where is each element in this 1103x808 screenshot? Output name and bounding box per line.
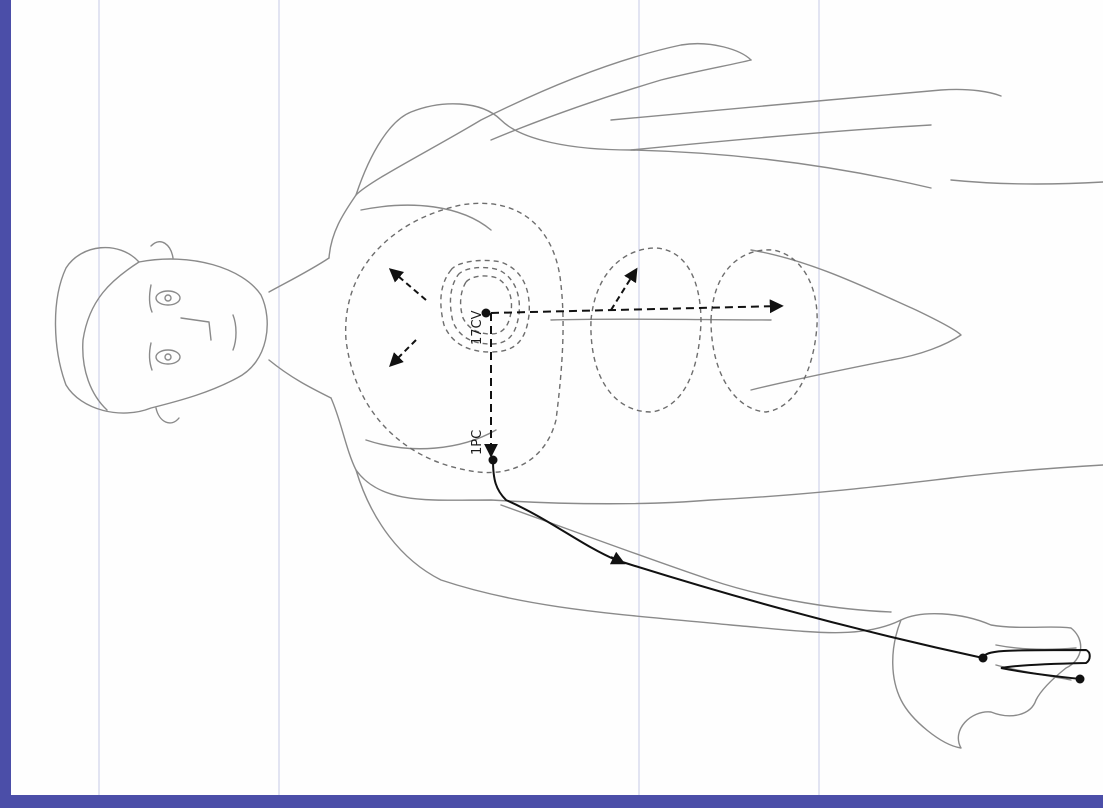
acupuncture-meridian-diagram: 17CV 1PC [11, 0, 1103, 795]
torso-top-outline [329, 104, 931, 258]
far-forearm-lower [631, 125, 931, 150]
hair-line [83, 262, 139, 410]
brow-right [150, 343, 152, 370]
hip-line [751, 250, 961, 390]
heart-center-ring-outer [441, 260, 529, 352]
pc9-point [1076, 675, 1085, 684]
pc8-point [979, 654, 988, 663]
nose [181, 318, 211, 340]
leg-outline [951, 180, 1103, 184]
pc1-label: 1PC [470, 430, 485, 455]
pc1-point [489, 456, 498, 465]
channel-direction-arrow [611, 557, 623, 563]
eye-right [156, 350, 180, 364]
finger-line [996, 645, 1076, 649]
arrow-to-navel [491, 306, 781, 313]
frame-bottom-border [0, 795, 1103, 808]
body-sketch [55, 44, 1103, 748]
pectoral [361, 205, 491, 230]
upper-arm-top [356, 44, 751, 195]
linea-alba [551, 319, 771, 320]
cv17-label: 17CV [470, 310, 485, 345]
arrow-to-solar-plexus [611, 270, 636, 310]
ear-bottom [156, 408, 179, 423]
upper-arm-top-inner [491, 60, 751, 140]
lower-arm-inner [501, 505, 891, 612]
vertical-guide-lines [99, 0, 819, 795]
ear-top [151, 242, 173, 258]
energy-zones [346, 203, 817, 472]
hand-outline [893, 614, 1081, 748]
far-forearm [611, 89, 1001, 120]
arrow-upper-chest [391, 270, 426, 300]
heart-center-ring-core [461, 276, 512, 334]
neck-bottom [269, 360, 331, 398]
neck-top [269, 258, 329, 292]
chest-zone [346, 203, 563, 472]
diagram-canvas: 17CV 1PC [11, 0, 1103, 795]
frame-left-border [0, 0, 11, 808]
navel-zone [711, 250, 817, 412]
pupil-left [165, 295, 171, 301]
arrow-lower-chest [391, 340, 416, 365]
leg-outline [951, 465, 1103, 478]
torso-bottom-outline [331, 398, 951, 504]
pupil-right [165, 354, 171, 360]
solar-plexus-zone [591, 248, 701, 412]
mouth [233, 315, 236, 350]
brow-left [150, 285, 152, 312]
eye-left [156, 291, 180, 305]
